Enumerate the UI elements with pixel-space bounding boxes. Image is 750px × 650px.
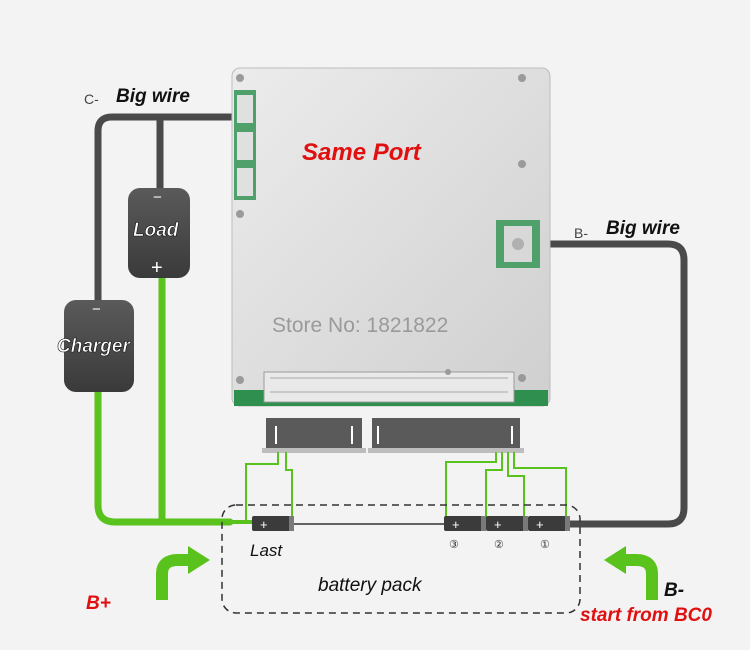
bms-board xyxy=(231,67,551,407)
charger-plus-wire xyxy=(94,388,234,526)
battery-pack-box xyxy=(221,504,581,614)
charger-label: Charger xyxy=(57,336,131,357)
cell-last-label: Last xyxy=(250,541,283,560)
b-minus-arrow xyxy=(624,554,658,600)
balance-wires xyxy=(245,452,567,522)
battery-pack-label: battery pack xyxy=(318,575,423,596)
load-box xyxy=(128,188,190,278)
b-plus-arrowhead xyxy=(188,546,210,574)
cell-last xyxy=(252,516,294,531)
load-label: Load xyxy=(133,220,179,241)
c-minus-wire xyxy=(94,113,240,304)
cell-1-plus: + xyxy=(536,517,544,532)
cell-last-plus: + xyxy=(260,517,268,532)
b-minus-arrowhead xyxy=(604,546,626,574)
start-from-label: start from BC0 xyxy=(580,605,712,626)
load-minus-sign: − xyxy=(153,189,162,206)
b-minus-wire xyxy=(534,240,688,528)
cell-2-plus: + xyxy=(494,517,502,532)
cell-1-label: ① xyxy=(540,539,550,551)
c-minus-label: C- xyxy=(84,91,99,107)
b-plus-arrow xyxy=(156,554,190,600)
connector-right xyxy=(368,418,524,453)
b-minus-top-label: B- xyxy=(574,225,588,241)
big-wire-left-label: Big wire xyxy=(116,86,190,107)
same-port-label: Same Port xyxy=(302,139,422,166)
cell-2 xyxy=(486,516,528,531)
cell-3-plus: + xyxy=(452,517,460,532)
charger-box xyxy=(64,300,134,392)
charger-minus-sign: − xyxy=(92,301,101,318)
cell-1 xyxy=(528,516,570,531)
store-watermark: Store No: 1821822 xyxy=(272,314,448,337)
cell-3 xyxy=(444,516,486,531)
big-wire-right-label: Big wire xyxy=(606,218,680,239)
cell-2-label: ② xyxy=(494,539,504,551)
black-wires xyxy=(94,113,688,528)
load-plus-sign: + xyxy=(151,257,163,279)
b-minus-bottom-label: B- xyxy=(664,580,684,601)
b-plus-label: B+ xyxy=(86,593,111,614)
connector-left xyxy=(262,418,366,453)
green-wires xyxy=(94,274,234,526)
cell-3-label: ③ xyxy=(449,539,459,551)
